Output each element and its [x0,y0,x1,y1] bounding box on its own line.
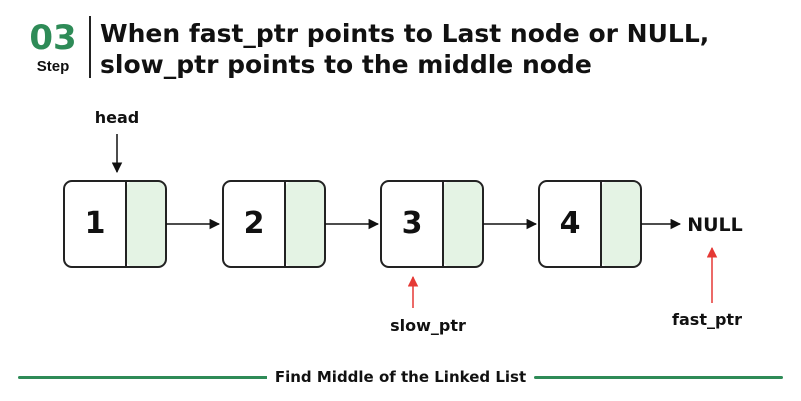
footer-line-left [18,376,268,379]
head-label: head [95,108,140,127]
fast-ptr-label: fast_ptr [672,310,742,329]
page-title: When fast_ptr points to Last node or NUL… [100,18,790,80]
node-3-next-cell [443,181,483,267]
caption-text: Find Middle of the Linked List [266,368,535,386]
title-line-2: slow_ptr points to the middle node [100,50,592,79]
node-1-next-cell [126,181,166,267]
node-4-value: 4 [560,206,581,241]
node-2-value: 2 [244,206,265,241]
node-1-value: 1 [85,206,106,241]
list-node-2: 2 [222,180,326,268]
list-node-1: 1 [63,180,167,268]
list-node-3: 3 [380,180,484,268]
list-node-4: 4 [538,180,642,268]
title-line-1: When fast_ptr points to Last node or NUL… [100,19,710,48]
step-number: 03 [29,18,77,58]
step-label: Step [36,58,70,75]
node-2-next-cell [285,181,325,267]
caption: Find Middle of the Linked List [0,367,801,387]
null-label: NULL [687,214,743,236]
footer-line-right [534,376,783,379]
node-4-next-cell [601,181,641,267]
slow-ptr-label: slow_ptr [390,316,466,335]
node-3-value: 3 [402,206,423,241]
header-divider [89,16,91,78]
